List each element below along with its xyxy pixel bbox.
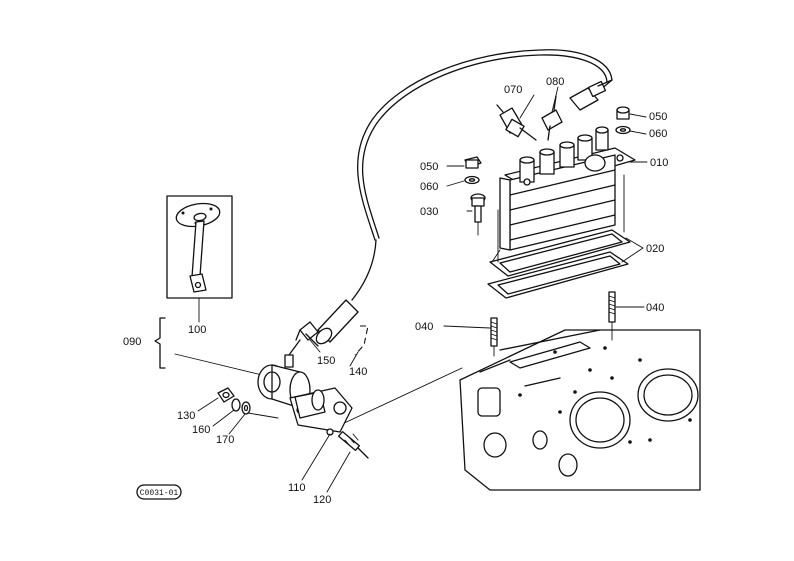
nozzle-holder-070 (496, 104, 537, 141)
label-050-left: 050 (420, 161, 438, 173)
label-010: 010 (650, 157, 668, 169)
nozzle-holder-080 (541, 95, 563, 141)
label-020: 020 (646, 243, 664, 255)
drawing-code-stamp: C0031-01 (136, 484, 182, 500)
label-170: 170 (216, 434, 234, 446)
link-bolt-120 (337, 430, 369, 459)
stud-040-right (608, 291, 616, 323)
clip-150 (295, 321, 319, 347)
solenoid-flange-110 (289, 387, 353, 436)
label-120: 120 (313, 494, 331, 506)
label-060-left: 060 (420, 181, 438, 193)
label-150: 150 (317, 355, 335, 367)
cable-end-140 (315, 299, 369, 356)
bolt-030 (470, 193, 486, 223)
label-110: 110 (288, 482, 306, 494)
nut-050-right (616, 106, 630, 120)
label-100: 100 (188, 324, 206, 336)
shutoff-cable (351, 49, 613, 301)
detail-box-100 (166, 195, 233, 299)
label-130: 130 (177, 410, 195, 422)
injection-pump-010 (499, 126, 636, 251)
washer-160 (231, 398, 241, 412)
label-040-left: 040 (415, 321, 433, 333)
label-030: 030 (420, 206, 438, 218)
washer-060-right (615, 125, 631, 135)
label-160: 160 (192, 424, 210, 436)
label-070: 070 (504, 84, 522, 96)
guide-lines (174, 174, 625, 426)
drawing-code-text: C0031-01 (140, 489, 179, 498)
nut-050-left (464, 156, 482, 169)
leader-lines (197, 86, 648, 493)
gasket-lower-020 (487, 251, 629, 299)
label-140: 140 (349, 366, 367, 378)
gasket-upper-020 (489, 229, 631, 277)
label-040-right: 040 (646, 302, 664, 314)
stud-040-left (490, 317, 498, 347)
label-050-right: 050 (649, 111, 667, 123)
engine-block (459, 329, 701, 491)
glow-plug-cable-end (569, 79, 613, 111)
part-labels: 070 080 050 060 010 050 060 030 020 040 … (123, 76, 668, 506)
washer-060-left (464, 175, 480, 185)
bracket-090 (154, 297, 200, 369)
nut-130 (217, 387, 235, 403)
label-090: 090 (123, 336, 141, 348)
label-060-right: 060 (649, 128, 667, 140)
washer-170 (241, 401, 251, 415)
label-080: 080 (546, 76, 564, 88)
